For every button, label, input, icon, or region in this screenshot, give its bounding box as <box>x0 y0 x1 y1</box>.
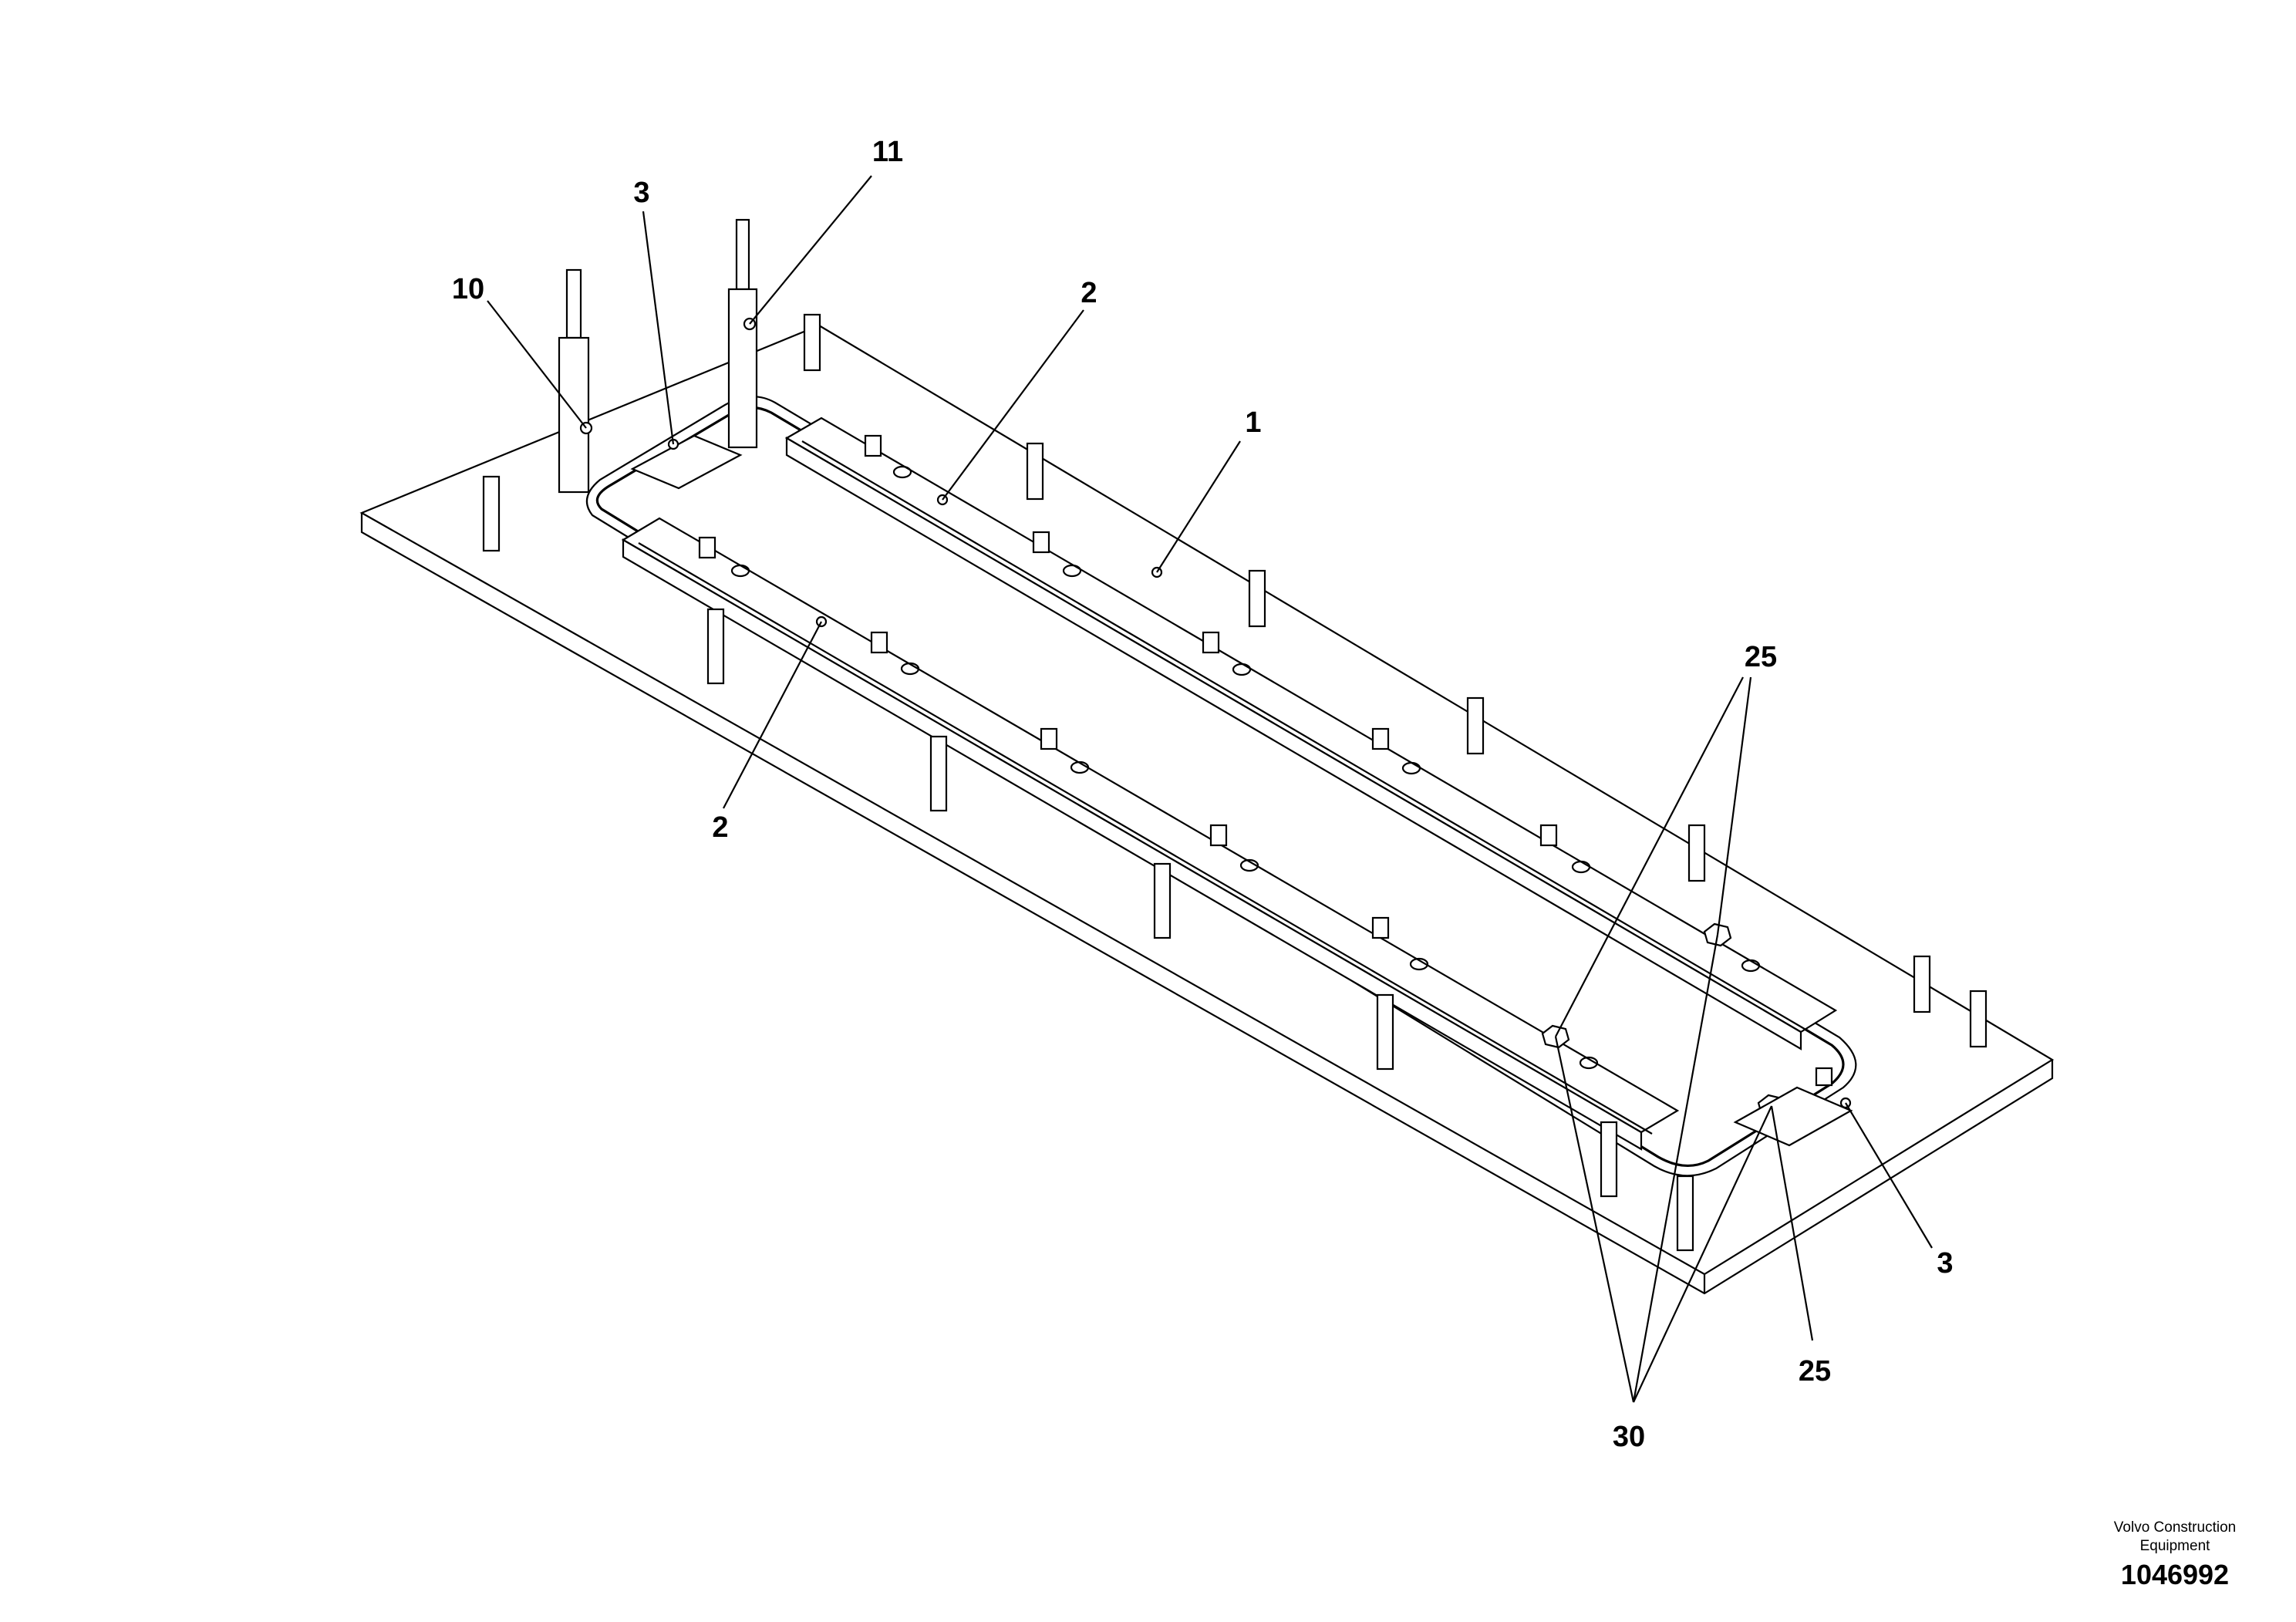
callout-11: 11 <box>872 136 903 168</box>
rail-holes <box>730 465 1761 1070</box>
callout-2-upper: 2 <box>1081 277 1097 309</box>
callout-10: 10 <box>452 273 484 305</box>
probe-11 <box>727 218 758 449</box>
callout-3-right: 3 <box>1937 1247 1953 1280</box>
callout-3-left: 3 <box>633 177 649 209</box>
plate-studs <box>482 313 1988 1252</box>
rail-upper <box>784 416 1838 1050</box>
document-number: 1046992 <box>2121 1559 2229 1590</box>
manufacturer-line-2: Equipment <box>2140 1538 2211 1554</box>
callout-25-upper: 25 <box>1745 641 1777 673</box>
callout-25-lower: 25 <box>1799 1355 1831 1388</box>
manufacturer-line-1: Volvo Construction <box>2114 1519 2236 1536</box>
callout-30: 30 <box>1613 1421 1645 1453</box>
footer-block: Volvo Construction Equipment 1046992 <box>2114 1519 2236 1590</box>
callout-labels: 1 2 2 3 3 10 11 25 25 30 <box>452 136 1954 1453</box>
leader-lines <box>487 175 1933 1403</box>
rail-pins <box>698 434 1833 1087</box>
callout-1: 1 <box>1245 406 1261 439</box>
probe-10 <box>558 268 593 494</box>
callout-2-lower: 2 <box>712 811 728 844</box>
